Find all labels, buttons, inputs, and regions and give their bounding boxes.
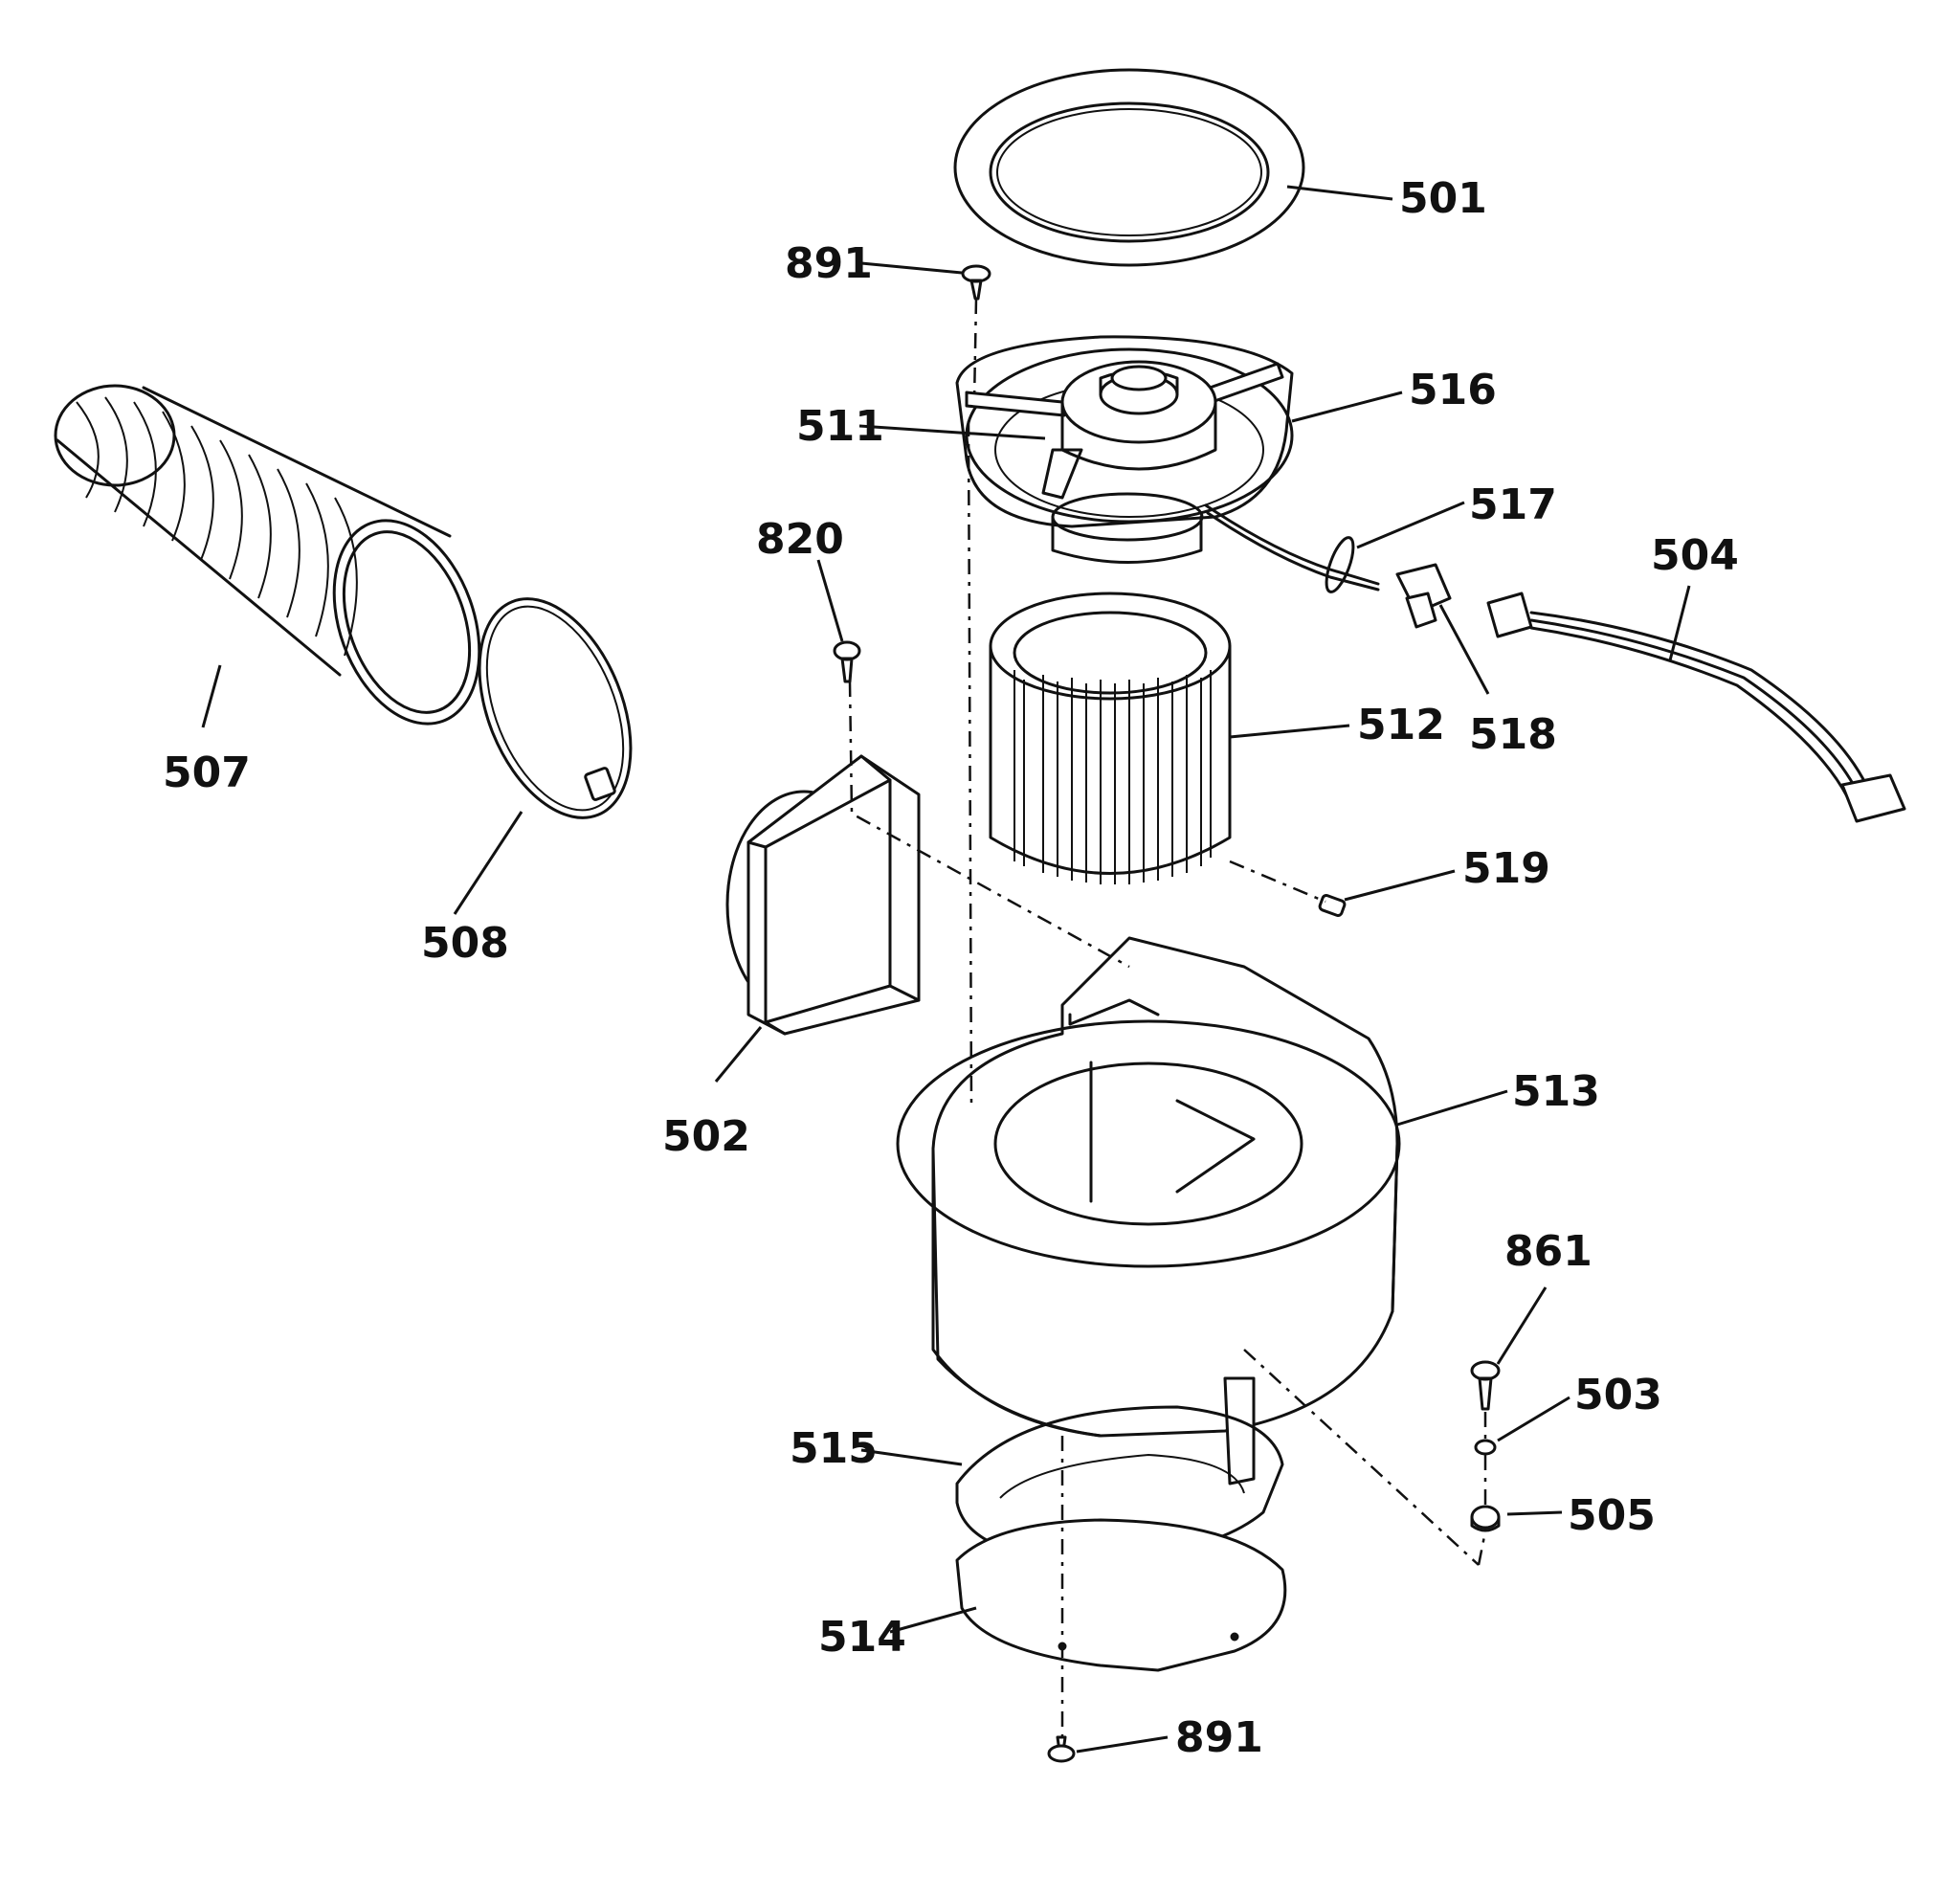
callout-514: 514 <box>818 1613 906 1662</box>
part-891-bottom-screw <box>1047 1735 1076 1763</box>
part-501-gasket-ring <box>953 68 1305 267</box>
part-502-transition-adapter <box>725 754 921 1036</box>
callout-511: 511 <box>796 402 884 451</box>
part-517-518-motor-wire-harness <box>1204 503 1452 629</box>
part-861-screw <box>1470 1360 1501 1411</box>
part-519-set-screw <box>1318 894 1347 917</box>
callout-516: 516 <box>1409 366 1497 414</box>
part-507-flexible-duct <box>54 384 481 726</box>
part-512-blower-wheel <box>989 592 1232 884</box>
part-505-grommet <box>1470 1505 1501 1532</box>
callout-891-top: 891 <box>785 239 873 288</box>
callout-513: 513 <box>1512 1067 1600 1116</box>
part-514-bottom-plate <box>955 1518 1287 1672</box>
part-508-duct-clamp <box>478 597 633 819</box>
part-504-wire-harness <box>1486 592 1906 823</box>
assembly-lines <box>848 298 1487 1742</box>
callout-820: 820 <box>756 515 844 564</box>
callout-505: 505 <box>1568 1491 1656 1540</box>
leader-lines <box>201 185 1691 1754</box>
part-503-washer <box>1474 1439 1497 1456</box>
callout-517: 517 <box>1469 480 1557 529</box>
part-513-blower-housing <box>896 936 1401 1486</box>
callout-515: 515 <box>790 1424 878 1473</box>
callout-502: 502 <box>662 1112 750 1161</box>
part-511-motor <box>1051 360 1217 564</box>
part-820-screw <box>833 640 861 683</box>
callout-518: 518 <box>1469 710 1557 759</box>
part-891-top-screw <box>961 264 991 301</box>
callout-labels: 501 891 516 511 517 504 820 518 512 507 … <box>163 174 1739 1762</box>
part-516-motor-mount-plate <box>955 335 1294 528</box>
callout-504: 504 <box>1651 531 1739 580</box>
callout-503: 503 <box>1574 1371 1662 1419</box>
callout-512: 512 <box>1357 701 1445 749</box>
callout-501: 501 <box>1399 174 1487 223</box>
callout-508: 508 <box>421 919 509 968</box>
callout-891-bottom: 891 <box>1175 1713 1263 1762</box>
callout-861: 861 <box>1504 1227 1592 1276</box>
callout-519: 519 <box>1462 844 1550 893</box>
callout-507: 507 <box>163 748 251 797</box>
